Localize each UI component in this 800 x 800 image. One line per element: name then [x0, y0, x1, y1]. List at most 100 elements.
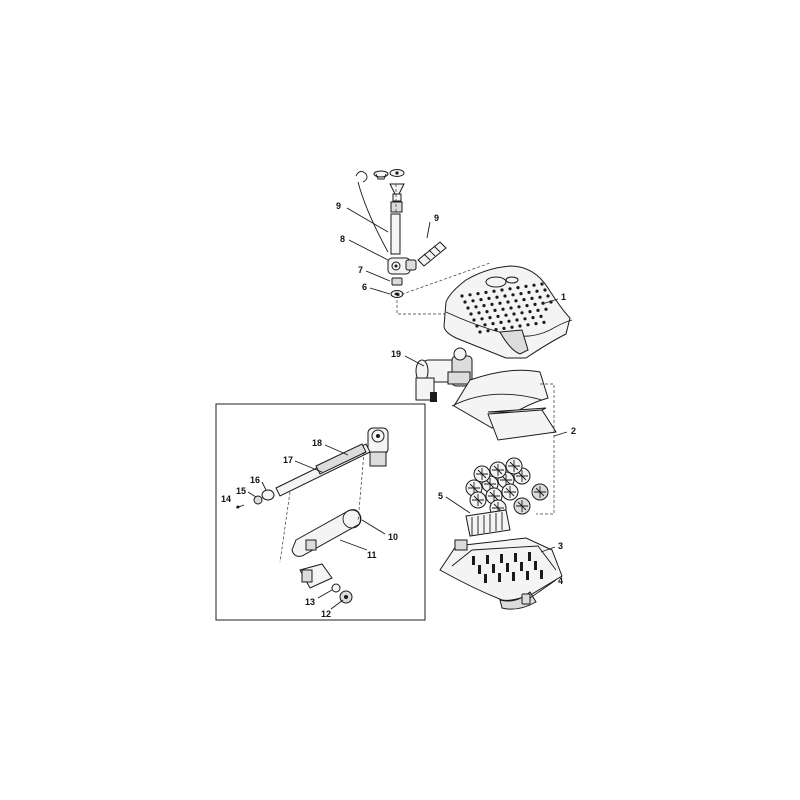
filter-cover [443, 265, 573, 359]
vent-hole [475, 324, 479, 328]
vent-hole [488, 316, 492, 320]
cover-vent-holes [460, 282, 553, 334]
vent-hole [485, 310, 489, 314]
vent-hole [519, 292, 523, 296]
vent-hole [501, 307, 505, 311]
vent-hole [468, 293, 472, 297]
filter-foam-set [451, 369, 557, 441]
extension-wire [357, 181, 389, 253]
callout-1: 1 [561, 292, 566, 302]
base-pin [528, 552, 531, 561]
vent-hole [480, 317, 484, 321]
vent-hole [466, 306, 470, 310]
vent-hole [506, 300, 510, 304]
vent-hole [531, 316, 535, 320]
base-pin [492, 564, 495, 573]
vent-hole [504, 313, 508, 317]
vent-hole [544, 307, 548, 311]
vent-hole [532, 283, 536, 287]
base-pin [512, 572, 515, 581]
callout-13: 13 [305, 597, 315, 607]
adapter-ring-and-nut [390, 277, 404, 298]
vent-hole [460, 294, 464, 298]
vent-hole [517, 305, 521, 309]
bio-ball-texture [504, 486, 516, 498]
base-pin [478, 565, 481, 574]
vent-hole [522, 298, 526, 302]
bio-ball-texture [488, 490, 500, 502]
bio-filter-media [465, 457, 549, 517]
vent-hole [527, 290, 531, 294]
callout-10: 10 [388, 532, 398, 542]
callout-4: 4 [558, 576, 563, 586]
callout-2: 2 [571, 426, 576, 436]
vent-hole [508, 287, 512, 291]
bio-ball-texture [484, 478, 496, 490]
uv-connector-block [299, 563, 353, 604]
vent-hole [534, 322, 538, 326]
vent-hole [491, 322, 495, 326]
guide-lines-inset [279, 451, 365, 563]
vent-hole [525, 304, 529, 308]
vent-hole [536, 308, 540, 312]
vent-hole [514, 299, 518, 303]
guide-lines-top [396, 262, 491, 315]
bio-ball-texture [472, 494, 484, 506]
uv-small-parts [235, 489, 275, 509]
base-pin [526, 571, 529, 580]
vent-hole [472, 318, 476, 322]
leader-lines [247, 207, 568, 610]
callout-9: 9 [336, 201, 341, 211]
vent-hole [535, 289, 539, 293]
vent-hole [542, 320, 546, 324]
vent-hole [484, 290, 488, 294]
base-pin [534, 561, 537, 570]
vent-hole [490, 302, 494, 306]
callout-7: 7 [358, 265, 363, 275]
callout-8: 8 [340, 234, 345, 244]
vent-hole [503, 294, 507, 298]
vent-hole [478, 330, 482, 334]
vent-hole [510, 325, 514, 329]
uvc-clarifier-unit [415, 347, 473, 402]
vent-hole [479, 298, 483, 302]
vent-hole [533, 302, 537, 306]
vent-hole [528, 310, 532, 314]
vent-hole [495, 295, 499, 299]
vent-hole [463, 300, 467, 304]
callout-14: 14 [221, 494, 231, 504]
vent-hole [476, 292, 480, 296]
bracket-line-part-2 [536, 383, 555, 515]
bio-ball-texture [516, 470, 528, 482]
bio-ball-texture [516, 500, 528, 512]
base-pin [472, 556, 475, 565]
vent-hole [499, 320, 503, 324]
filter-base-housing [439, 537, 563, 610]
inset-frame-uv-assembly [215, 403, 426, 621]
hose-adapter [417, 241, 447, 267]
base-pin [520, 562, 523, 571]
vent-hole [538, 295, 542, 299]
vent-hole [512, 312, 516, 316]
vent-hole [502, 326, 506, 330]
vent-hole [474, 305, 478, 309]
vent-hole [492, 289, 496, 293]
vent-hole [494, 328, 498, 332]
uv-lamp-quartz-tube [275, 443, 371, 497]
vent-hole [500, 288, 504, 292]
base-pin [500, 554, 503, 563]
o-ring [342, 509, 362, 529]
vent-hole [546, 294, 550, 298]
vent-hole [482, 304, 486, 308]
t-piece-diverter [387, 257, 417, 275]
callout-12: 12 [321, 609, 331, 619]
bio-ball-texture [508, 460, 520, 472]
base-pin [540, 570, 543, 579]
base-pin [498, 573, 501, 582]
callout-5: 5 [438, 491, 443, 501]
vent-hole [487, 296, 491, 300]
vent-hole [524, 284, 528, 288]
base-pin [506, 563, 509, 572]
vent-hole [543, 288, 547, 292]
